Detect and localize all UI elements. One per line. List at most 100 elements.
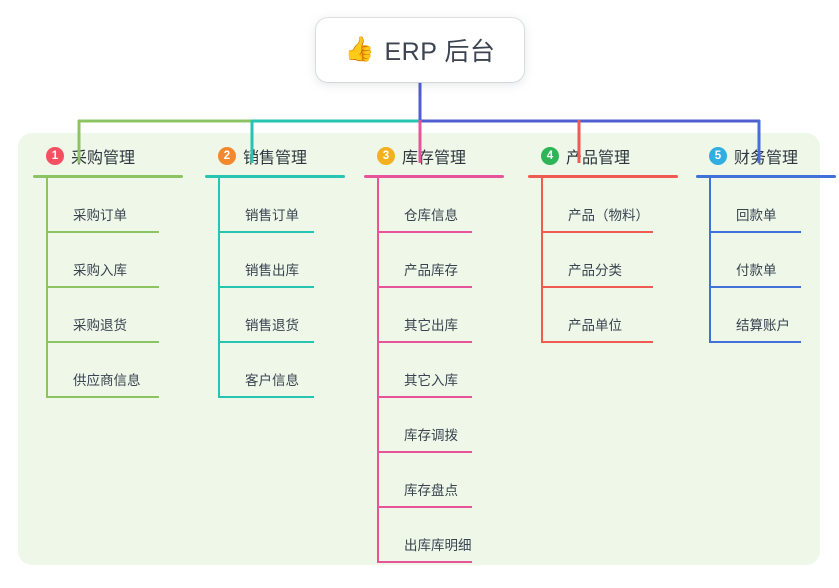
leaf-node[interactable]: 其它入库 xyxy=(377,343,504,398)
leaf-node[interactable]: 付款单 xyxy=(709,233,836,288)
leaf-node[interactable]: 仓库信息 xyxy=(377,178,504,233)
branch-header-2[interactable]: 2 销售管理 xyxy=(205,143,345,169)
leaf-node-rule xyxy=(377,561,472,563)
branch-badge-4: 4 xyxy=(541,147,559,165)
leaf-node-label: 销售出库 xyxy=(245,263,299,278)
branch-badge-3: 3 xyxy=(377,147,395,165)
leaf-node-rule xyxy=(218,341,314,343)
leaf-node-label: 产品单位 xyxy=(568,318,622,333)
branch-spine-5 xyxy=(709,178,711,343)
leaf-node[interactable]: 产品（物料） xyxy=(541,178,678,233)
leaf-node[interactable]: 产品分类 xyxy=(541,233,678,288)
leaf-node[interactable]: 回款单 xyxy=(709,178,836,233)
diagram-background-panel xyxy=(18,133,820,565)
branch-header-rule-4 xyxy=(528,175,678,178)
branch-header-rule-3 xyxy=(364,175,504,178)
leaf-node-label: 产品分类 xyxy=(568,263,622,278)
leaf-node[interactable]: 其它出库 xyxy=(377,288,504,343)
branch-column-1: 1 采购管理采购订单采购入库采购退货供应商信息 xyxy=(33,143,183,398)
leaf-node-rule xyxy=(377,396,472,398)
leaf-node-label: 销售订单 xyxy=(245,208,299,223)
branch-spine-1 xyxy=(46,178,48,398)
branch-title-2: 销售管理 xyxy=(243,150,308,167)
branch-column-4: 4 产品管理产品（物料） 产品分类产品单位 xyxy=(528,143,678,343)
leaf-node-label: 客户信息 xyxy=(245,373,299,388)
leaf-node[interactable]: 销售退货 xyxy=(218,288,345,343)
leaf-node[interactable]: 销售订单 xyxy=(218,178,345,233)
branch-title-4: 产品管理 xyxy=(566,150,631,167)
leaf-node[interactable]: 采购订单 xyxy=(46,178,183,233)
leaf-node[interactable]: 库存调拨 xyxy=(377,398,504,453)
branch-spine-4 xyxy=(541,178,543,343)
leaf-node[interactable]: 产品库存 xyxy=(377,233,504,288)
leaf-node-label: 产品库存 xyxy=(404,263,458,278)
leaf-node-rule xyxy=(46,231,159,233)
branch-items-1: 采购订单采购入库采购退货供应商信息 xyxy=(33,178,183,398)
leaf-node[interactable]: 采购退货 xyxy=(46,288,183,343)
branch-header-5[interactable]: 5 财务管理 xyxy=(696,143,836,169)
branch-header-rule-2 xyxy=(205,175,345,178)
branch-header-3[interactable]: 3 库存管理 xyxy=(364,143,504,169)
leaf-node-rule xyxy=(709,231,801,233)
leaf-node-rule xyxy=(218,396,314,398)
branch-column-3: 3 库存管理仓库信息产品库存其它出库其它入库库存调拨库存盘点出库库明细 xyxy=(364,143,504,563)
leaf-node[interactable]: 产品单位 xyxy=(541,288,678,343)
leaf-node-rule xyxy=(709,286,801,288)
branch-badge-1: 1 xyxy=(46,147,64,165)
leaf-node-label: 付款单 xyxy=(736,263,777,278)
leaf-node-rule xyxy=(46,286,159,288)
leaf-node-label: 结算账户 xyxy=(736,318,790,333)
branch-spine-3 xyxy=(377,178,379,563)
branch-header-1[interactable]: 1 采购管理 xyxy=(33,143,183,169)
thumbs-up-icon: 👍 xyxy=(344,36,375,63)
root-node[interactable]: 👍 ERP 后台 xyxy=(316,18,524,82)
branch-items-3: 仓库信息产品库存其它出库其它入库库存调拨库存盘点出库库明细 xyxy=(364,178,504,563)
leaf-node-rule xyxy=(377,231,472,233)
branch-header-rule-1 xyxy=(33,175,183,178)
leaf-node-label: 销售退货 xyxy=(245,318,299,333)
leaf-node[interactable]: 客户信息 xyxy=(218,343,345,398)
leaf-node[interactable]: 采购入库 xyxy=(46,233,183,288)
leaf-node-rule xyxy=(709,341,801,343)
leaf-node-label: 出库库明细 xyxy=(404,538,472,553)
branch-title-3: 库存管理 xyxy=(402,150,467,167)
branch-header-4[interactable]: 4 产品管理 xyxy=(528,143,678,169)
branch-badge-2: 2 xyxy=(218,147,236,165)
leaf-node-label: 库存盘点 xyxy=(404,483,458,498)
leaf-node-label: 库存调拨 xyxy=(404,428,458,443)
leaf-node[interactable]: 结算账户 xyxy=(709,288,836,343)
leaf-node[interactable]: 库存盘点 xyxy=(377,453,504,508)
leaf-node-rule xyxy=(377,286,472,288)
leaf-node-label: 采购入库 xyxy=(73,263,127,278)
leaf-node[interactable]: 出库库明细 xyxy=(377,508,504,563)
leaf-node-label: 产品（物料） xyxy=(568,208,649,223)
leaf-node-label: 其它出库 xyxy=(404,318,458,333)
branch-badge-5: 5 xyxy=(709,147,727,165)
leaf-node-label: 采购退货 xyxy=(73,318,127,333)
branch-items-4: 产品（物料） 产品分类产品单位 xyxy=(528,178,678,343)
branch-spine-2 xyxy=(218,178,220,398)
branch-title-5: 财务管理 xyxy=(734,150,799,167)
leaf-node-rule xyxy=(377,341,472,343)
leaf-node-label: 仓库信息 xyxy=(404,208,458,223)
leaf-node-rule xyxy=(541,341,653,343)
leaf-node[interactable]: 销售出库 xyxy=(218,233,345,288)
leaf-node-rule xyxy=(218,231,314,233)
leaf-node[interactable]: 供应商信息 xyxy=(46,343,183,398)
leaf-node-label: 回款单 xyxy=(736,208,777,223)
branch-title-1: 采购管理 xyxy=(71,150,136,167)
leaf-node-rule xyxy=(46,341,159,343)
leaf-node-label: 其它入库 xyxy=(404,373,458,388)
leaf-node-rule xyxy=(541,231,653,233)
leaf-node-rule xyxy=(541,286,653,288)
branch-items-2: 销售订单销售出库销售退货客户信息 xyxy=(205,178,345,398)
branch-column-2: 2 销售管理销售订单销售出库销售退货客户信息 xyxy=(205,143,345,398)
branch-column-5: 5 财务管理回款单付款单结算账户 xyxy=(696,143,836,343)
leaf-node-label: 供应商信息 xyxy=(73,373,141,388)
leaf-node-label: 采购订单 xyxy=(73,208,127,223)
branch-header-rule-5 xyxy=(696,175,836,178)
leaf-node-rule xyxy=(377,506,472,508)
leaf-node-rule xyxy=(377,451,472,453)
